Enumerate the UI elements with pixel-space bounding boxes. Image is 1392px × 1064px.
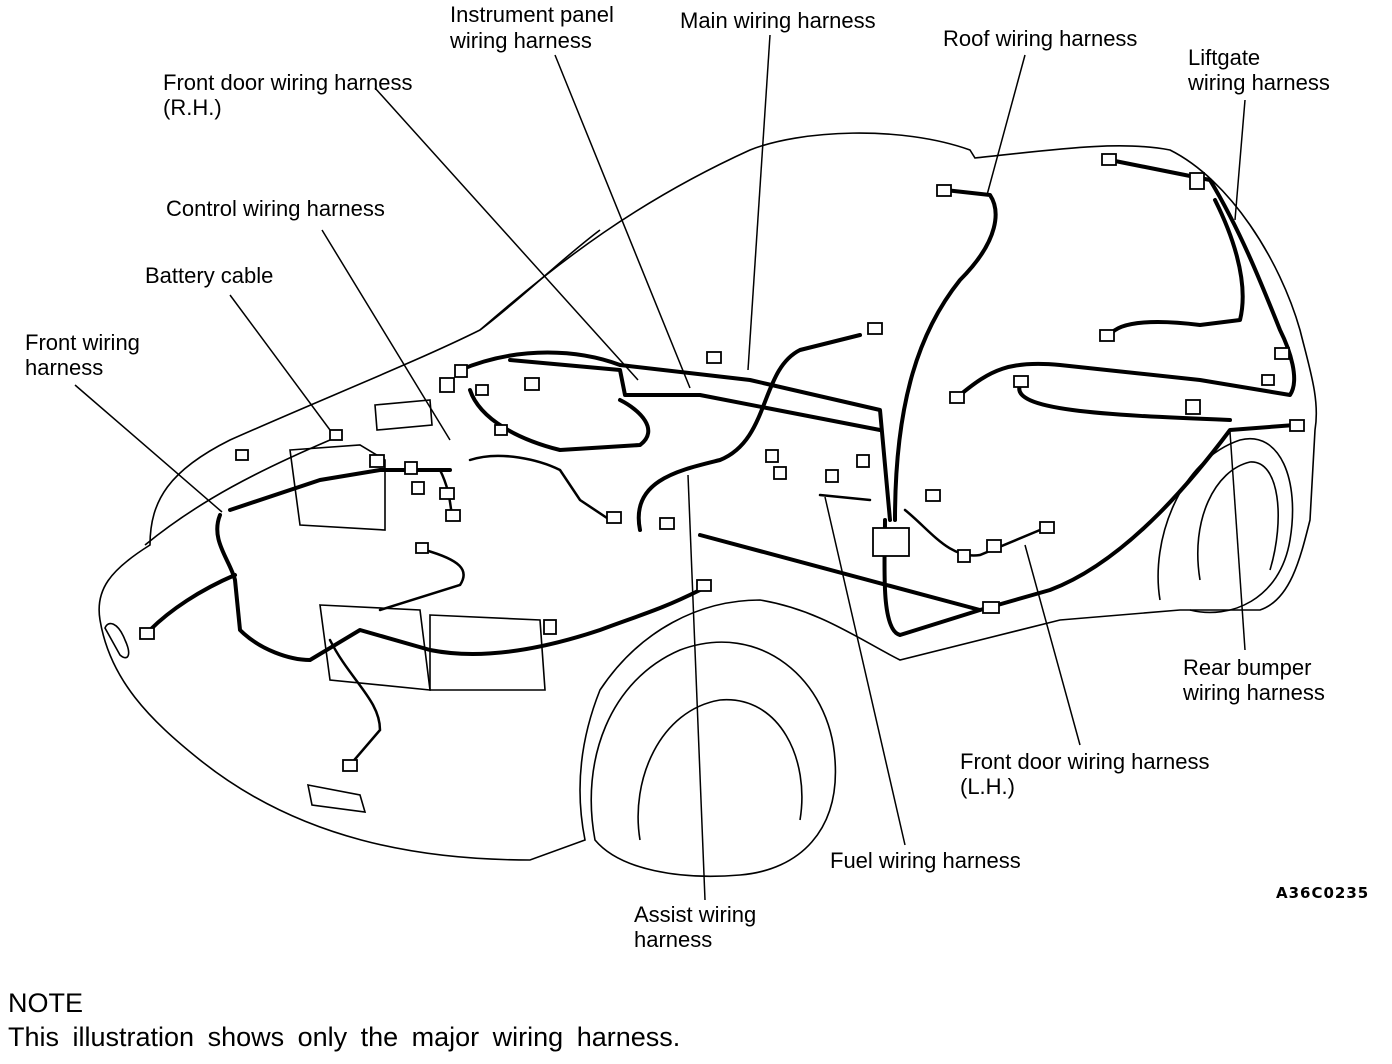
label-rear-bumper-harness: Rear bumper wiring harness	[1182, 655, 1325, 705]
label-control-harness: Control wiring harness	[166, 196, 385, 221]
figure-code: A36C0235	[1276, 884, 1369, 902]
label-assist-harness: Assist wiring harness	[634, 902, 762, 952]
label-roof-harness: Roof wiring harness	[943, 26, 1137, 51]
label-front-door-rh-harness: Front door wiring harness (R.H.)	[163, 70, 419, 120]
label-front-door-lh-harness: Front door wiring harness (L.H.)	[960, 749, 1216, 799]
label-instrument-panel-harness: Instrument panel wiring harness	[449, 2, 620, 53]
note-heading: NOTE	[8, 988, 84, 1018]
car-outline	[98, 132, 1318, 878]
label-front-harness: Front wiring harness	[25, 330, 146, 380]
label-liftgate-harness: Liftgate wiring harness	[1187, 45, 1330, 95]
note-text: This illustration shows only the major w…	[8, 1022, 681, 1052]
harness-lines	[148, 158, 1297, 767]
label-main-harness: Main wiring harness	[680, 8, 876, 33]
label-fuel-harness: Fuel wiring harness	[830, 848, 1021, 873]
label-battery-cable: Battery cable	[145, 263, 273, 288]
leader-lines	[74, 34, 1246, 901]
connectors	[139, 153, 1305, 772]
